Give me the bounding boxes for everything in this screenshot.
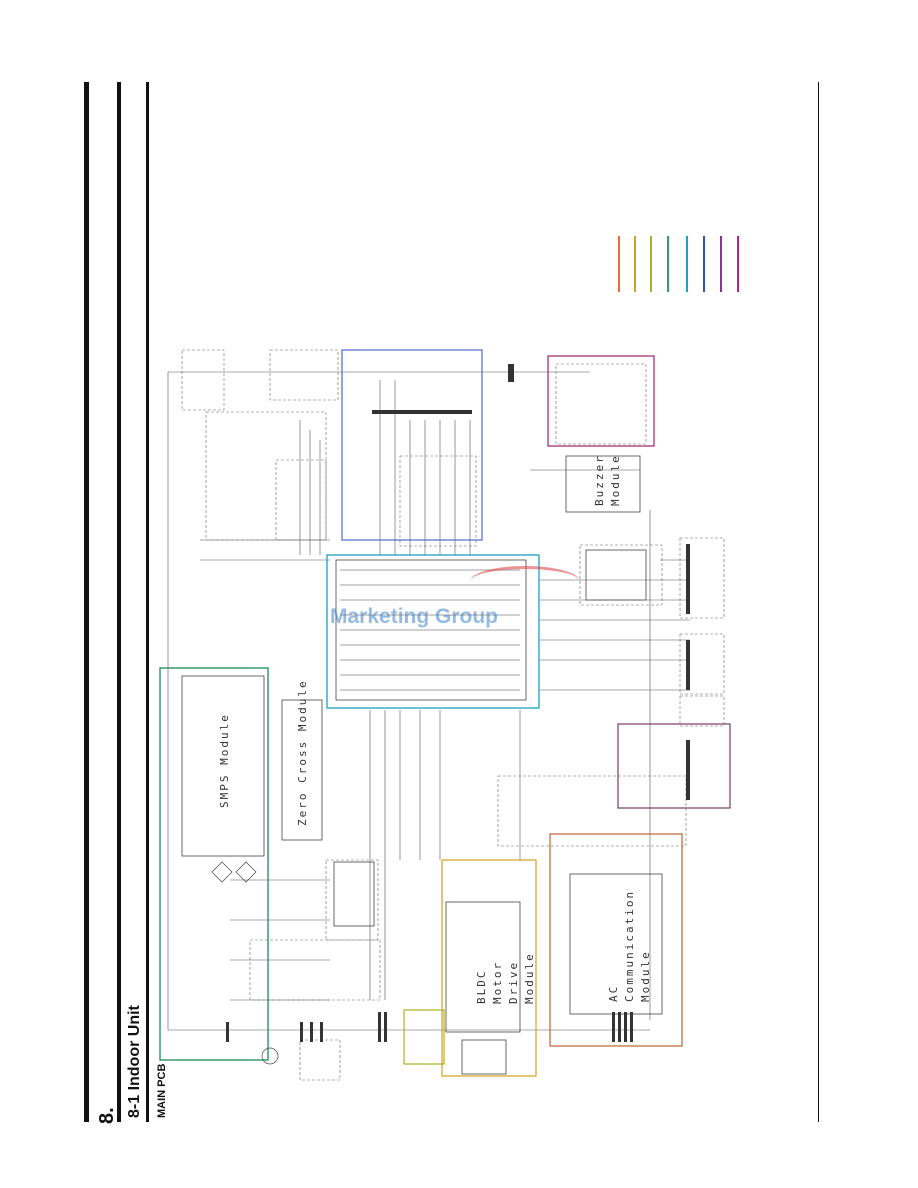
smps-module-box bbox=[159, 667, 269, 1061]
bldc-module-label: BLDC Motor Drive Module bbox=[475, 952, 536, 1004]
legend-line-7 bbox=[720, 236, 722, 292]
legend-line-5 bbox=[686, 236, 688, 292]
buzzer-module-box bbox=[565, 455, 641, 513]
legend-line-2 bbox=[634, 236, 636, 292]
left-border-bar bbox=[84, 82, 89, 1122]
comm-module-box bbox=[569, 873, 663, 1015]
mcu-box bbox=[326, 554, 540, 709]
smps-module-label: SMPS Module bbox=[218, 713, 231, 808]
left-border-bar-3 bbox=[146, 82, 149, 1122]
motor-connector-box bbox=[461, 1039, 507, 1075]
buzzer-module-label: Buzzer Module bbox=[593, 454, 622, 506]
legend-line-8 bbox=[737, 236, 739, 292]
ic-mid-block bbox=[333, 861, 375, 927]
zero-cross-module-label: Zero Cross Module bbox=[296, 679, 309, 826]
legend-line-3 bbox=[650, 236, 652, 292]
ic-block bbox=[335, 559, 527, 701]
small-yellow-box bbox=[403, 1009, 445, 1065]
right-border-line bbox=[818, 82, 819, 1122]
connector-block-box bbox=[617, 723, 731, 809]
legend-line-1 bbox=[618, 236, 620, 292]
smps-module-inner bbox=[181, 675, 265, 857]
driver-ic bbox=[585, 549, 647, 601]
buzzer-block-box bbox=[547, 355, 655, 447]
comm-module-outer-box bbox=[549, 833, 683, 1047]
watermark: Marketing Group bbox=[330, 605, 498, 629]
display-block-box bbox=[341, 349, 483, 541]
bldc-module-box bbox=[445, 901, 521, 1033]
comm-module-label: AC Communication Module bbox=[607, 889, 652, 1002]
legend-line-4 bbox=[667, 236, 669, 292]
left-border-bar-2 bbox=[117, 82, 121, 1122]
bldc-module-outer-box bbox=[441, 859, 537, 1077]
zero-cross-module-box bbox=[281, 699, 323, 841]
watermark-swoosh bbox=[470, 566, 580, 597]
watermark-text: Marketing Group bbox=[330, 605, 499, 628]
legend-line-6 bbox=[703, 236, 705, 292]
